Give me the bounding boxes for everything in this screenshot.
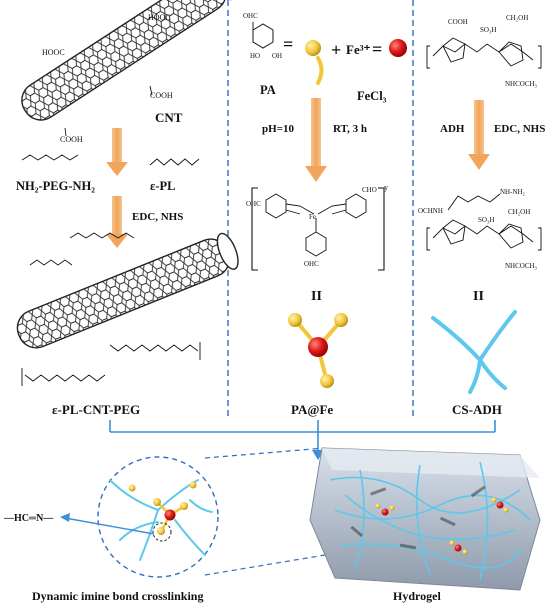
fe-ion: Fe³⁺ bbox=[346, 42, 371, 57]
reaction-arrow-right bbox=[468, 100, 490, 170]
complex-ring-right bbox=[345, 193, 367, 219]
cnt-label: CNT bbox=[155, 110, 183, 125]
cs-structure-top bbox=[432, 43, 534, 61]
hydrogel-block bbox=[309, 447, 541, 591]
double-bar-middle: II bbox=[311, 289, 322, 304]
adh-chain bbox=[447, 193, 501, 211]
pa-cartoon-stem bbox=[316, 56, 324, 85]
fecl3-label: FeCl₃ bbox=[357, 89, 387, 103]
cs-ch2oh: CH₂OH bbox=[506, 14, 528, 22]
pa-oh-1: HO bbox=[250, 52, 260, 60]
hydrogel-label: Hydrogel bbox=[393, 589, 441, 603]
peg-chain-upper bbox=[69, 232, 135, 239]
edc-nhs-right: EDC, NHS bbox=[494, 123, 545, 135]
edc-nhs-left: EDC, NHS bbox=[132, 211, 183, 223]
bracket-epl bbox=[21, 342, 201, 386]
cooh-label-2: HOOC bbox=[42, 48, 65, 57]
epl-label: ε-PL bbox=[150, 179, 175, 193]
reaction-arrow-middle bbox=[305, 98, 327, 182]
pa-label: PA bbox=[260, 83, 276, 97]
rt-condition: RT, 3 h bbox=[333, 123, 367, 135]
complex-ring-left bbox=[265, 193, 287, 219]
cooh-label-1: HOOC bbox=[148, 13, 171, 22]
epl-chain-bottom bbox=[24, 374, 106, 382]
peg-structure bbox=[21, 154, 79, 161]
cs-ring-1 bbox=[442, 37, 466, 63]
complex-cho-2: OHC bbox=[246, 200, 261, 208]
peg-chain-left bbox=[29, 259, 73, 266]
peg-label: NH₂-PEG-NH₂ bbox=[16, 179, 95, 193]
cs-adh-cartoon bbox=[431, 310, 517, 394]
pa-cho: OHC bbox=[243, 12, 258, 20]
pa-ring bbox=[252, 23, 274, 49]
reaction-arrow-left-1 bbox=[106, 128, 128, 176]
cs-cooh: COOH bbox=[448, 18, 468, 26]
left-panel: HOOC HOOC COOH COOH CNT NH₂-PEG-NH₂ ε-PL… bbox=[16, 0, 239, 417]
imine-formula: —HC═N— bbox=[3, 513, 54, 524]
zoom-circle bbox=[97, 456, 219, 578]
pa-fe-cartoon bbox=[288, 313, 348, 388]
zoom-line-top bbox=[204, 447, 326, 459]
cs-so3h: SO₃H bbox=[480, 26, 496, 34]
imine-focus-circle bbox=[152, 522, 172, 542]
ph-condition: pH=10 bbox=[262, 123, 294, 135]
complex-bracket-right bbox=[378, 187, 385, 271]
cs-bracket bbox=[426, 45, 542, 69]
cs-adh-ring-2 bbox=[498, 223, 524, 249]
right-panel: COOH CH₂OH SO₃H NHCOCH₃ ADH EDC, NHS OCH… bbox=[418, 14, 545, 417]
cs-adh-so3h: SO₃H bbox=[478, 216, 494, 224]
cs-adh-bracket bbox=[426, 227, 542, 251]
adh-nhnh2: NH-NH₂ bbox=[500, 188, 526, 196]
cooh-bond-3 bbox=[149, 85, 153, 96]
pa-oh-2: OH bbox=[272, 52, 282, 60]
bottom-section: —HC═N— bbox=[3, 447, 541, 603]
cnt-tube-top bbox=[21, 0, 236, 121]
reaction-arrow-left-2 bbox=[106, 196, 128, 248]
product-label-right: CS-ADH bbox=[452, 402, 502, 417]
product-label-left: ε-PL-CNT-PEG bbox=[52, 402, 140, 417]
product-label-middle: PA@Fe bbox=[291, 402, 333, 417]
cs-ring-2 bbox=[498, 41, 524, 67]
merge-arrows bbox=[109, 420, 496, 460]
pa-cartoon-ball bbox=[305, 40, 321, 56]
equals-2: = bbox=[372, 39, 382, 59]
crosslink-label: Dynamic imine bond crosslinking bbox=[32, 589, 203, 603]
fe-ball-top bbox=[389, 39, 407, 57]
double-bar-right: II bbox=[473, 289, 484, 304]
cnt-tube-bottom bbox=[16, 232, 239, 349]
fe-center-label: Fe bbox=[309, 213, 316, 221]
complex-bracket-left bbox=[251, 187, 258, 271]
cs-nhcoch3: NHCOCH₃ bbox=[505, 80, 538, 88]
cooh-label-4: COOH bbox=[60, 135, 83, 144]
complex-ring-bottom bbox=[305, 231, 327, 257]
cs-adh-ch2oh: CH₂OH bbox=[508, 208, 530, 216]
equals-1: = bbox=[283, 34, 293, 54]
adh-label: ADH bbox=[440, 123, 465, 135]
cooh-bond-4 bbox=[64, 127, 67, 137]
zoom-line-bottom bbox=[204, 554, 326, 576]
cs-adh-backbone bbox=[432, 225, 534, 243]
superscript-y: y bbox=[384, 183, 388, 192]
cs-adh-ring-1 bbox=[442, 219, 466, 245]
network-pa-fe bbox=[128, 481, 197, 535]
complex-bonds bbox=[285, 203, 347, 232]
middle-panel: OHC HO OH = + Fe³⁺ = PA FeCl₃ pH=10 RT, … bbox=[243, 12, 407, 417]
imine-pointer bbox=[64, 517, 155, 535]
plus-sign: + bbox=[331, 40, 341, 60]
epl-chain-right bbox=[109, 344, 199, 352]
complex-cho-3: OHC bbox=[304, 260, 319, 268]
cs-adh-nhcoch3: NHCOCH₃ bbox=[505, 262, 538, 270]
cooh-label-3: COOH bbox=[150, 91, 173, 100]
imine-pointer-head bbox=[60, 513, 70, 522]
adh-ocnh: OCHNH bbox=[418, 207, 443, 215]
epl-structure bbox=[149, 158, 200, 166]
complex-cho-1: CHO bbox=[362, 186, 377, 194]
